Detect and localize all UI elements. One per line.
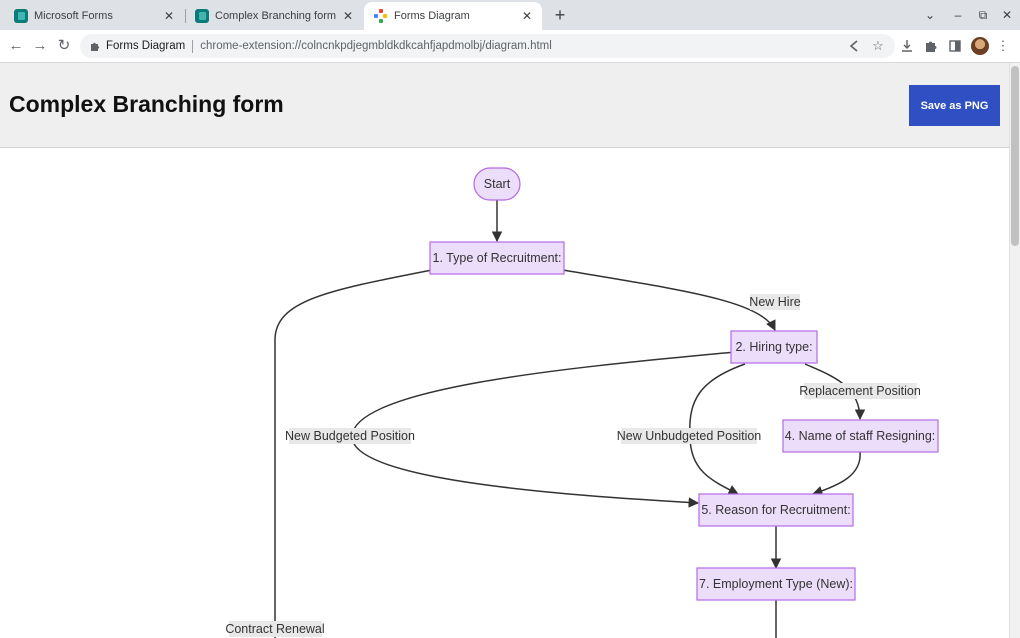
address-bar[interactable]: Forms Diagram chrome-extension://colncnk… (80, 34, 895, 58)
node-reason-for-recruitment[interactable]: 5. Reason for Recruitment: (698, 493, 854, 527)
edge-label-new-hire: New Hire (749, 294, 801, 310)
side-panel-icon[interactable] (947, 38, 963, 54)
node-employment-type-new[interactable]: 7. Employment Type (New): (696, 567, 856, 601)
edge-label-contract-renewal: Contract Renewal (225, 621, 325, 637)
svg-text:4. Name of staff Resigning:: 4. Name of staff Resigning: (785, 429, 936, 443)
edge-q2-replacement (804, 363, 866, 421)
forms-icon (195, 9, 209, 23)
svg-text:New Unbudgeted Position: New Unbudgeted Position (617, 429, 762, 443)
downloads-icon[interactable] (899, 38, 915, 54)
edge-label-new-budgeted-position: New Budgeted Position (285, 428, 415, 444)
edge-q1-contract-renewal (274, 269, 433, 638)
svg-text:Contract Renewal: Contract Renewal (225, 622, 324, 636)
browser-toolbar: ← → ↻ Forms Diagram chrome-extension://c… (0, 30, 1020, 63)
svg-text:5. Reason for Recruitment:: 5. Reason for Recruitment: (701, 503, 850, 517)
more-menu-icon[interactable]: ⋮ (996, 38, 1010, 53)
svg-text:7. Employment Type (New):: 7. Employment Type (New): (699, 577, 853, 591)
edge-q4-to-q5 (812, 451, 861, 496)
back-icon[interactable]: ← (8, 37, 24, 54)
edge-q1-to-q2 (562, 269, 776, 331)
share-icon[interactable] (846, 38, 862, 54)
tab-title: Forms Diagram (394, 10, 470, 22)
svg-text:1. Type of Recruitment:: 1. Type of Recruitment: (433, 251, 562, 265)
url-text[interactable]: chrome-extension://colncnkpdjegmbldkdkca… (200, 40, 552, 52)
node-name-of-staff-resigning[interactable]: 4. Name of staff Resigning: (782, 419, 939, 453)
close-icon[interactable]: ✕ (163, 9, 175, 23)
page-title: Complex Branching form (9, 91, 284, 117)
page-header: Complex Branching form Save as PNG (0, 63, 1009, 148)
tab-search-icon[interactable]: ⌄ (924, 8, 936, 22)
vertical-scrollbar[interactable] (1009, 63, 1020, 638)
diagram-canvas: New Hire Replacement Position New Budget… (225, 167, 939, 638)
site-name: Forms Diagram (106, 40, 186, 52)
node-type-of-recruitment[interactable]: 1. Type of Recruitment: (429, 241, 565, 275)
puzzle-icon (91, 42, 100, 51)
tab-complex-branching-form[interactable]: Complex Branching form ✕ (185, 2, 363, 30)
address-divider (192, 39, 194, 53)
tab-divider (185, 9, 186, 23)
tab-forms-diagram[interactable]: Forms Diagram ✕ (364, 2, 542, 30)
diagram-icon (374, 9, 388, 23)
extensions-icon[interactable] (923, 38, 939, 54)
tab-strip: Microsoft Forms ✕ Complex Branching form… (0, 0, 1020, 30)
edge-label-replacement-position: Replacement Position (799, 383, 921, 399)
restore-icon[interactable]: ⧉ (978, 8, 988, 22)
scrollbar-thumb[interactable] (1011, 66, 1019, 246)
close-icon[interactable]: ✕ (342, 9, 354, 23)
edge-q2-new-budgeted (351, 351, 736, 508)
profile-avatar[interactable] (971, 37, 989, 55)
edge-label-new-unbudgeted-position: New Unbudgeted Position (617, 428, 762, 444)
new-tab-button[interactable]: + (554, 5, 566, 25)
reload-icon[interactable]: ↻ (57, 37, 71, 54)
tab-microsoft-forms[interactable]: Microsoft Forms ✕ (4, 2, 184, 30)
svg-text:New Hire: New Hire (749, 295, 800, 309)
svg-text:Start: Start (484, 177, 511, 191)
svg-text:Replacement Position: Replacement Position (799, 384, 921, 398)
close-icon[interactable]: ✕ (521, 9, 533, 23)
node-start[interactable]: Start (473, 167, 521, 201)
node-hiring-type[interactable]: 2. Hiring type: (730, 330, 818, 364)
svg-text:New Budgeted Position: New Budgeted Position (285, 429, 415, 443)
close-window-icon[interactable]: ✕ (1001, 8, 1013, 22)
minimize-icon[interactable]: – (954, 8, 962, 22)
flow-diagram: New Hire Replacement Position New Budget… (0, 148, 1009, 638)
tab-title: Complex Branching form (215, 10, 337, 22)
forward-icon[interactable]: → (32, 37, 48, 54)
bookmark-star-icon[interactable]: ☆ (872, 38, 884, 53)
tab-title: Microsoft Forms (34, 10, 113, 22)
save-as-png-button[interactable]: Save as PNG (909, 85, 1000, 126)
svg-text:2. Hiring type:: 2. Hiring type: (735, 340, 812, 354)
forms-icon (14, 9, 28, 23)
